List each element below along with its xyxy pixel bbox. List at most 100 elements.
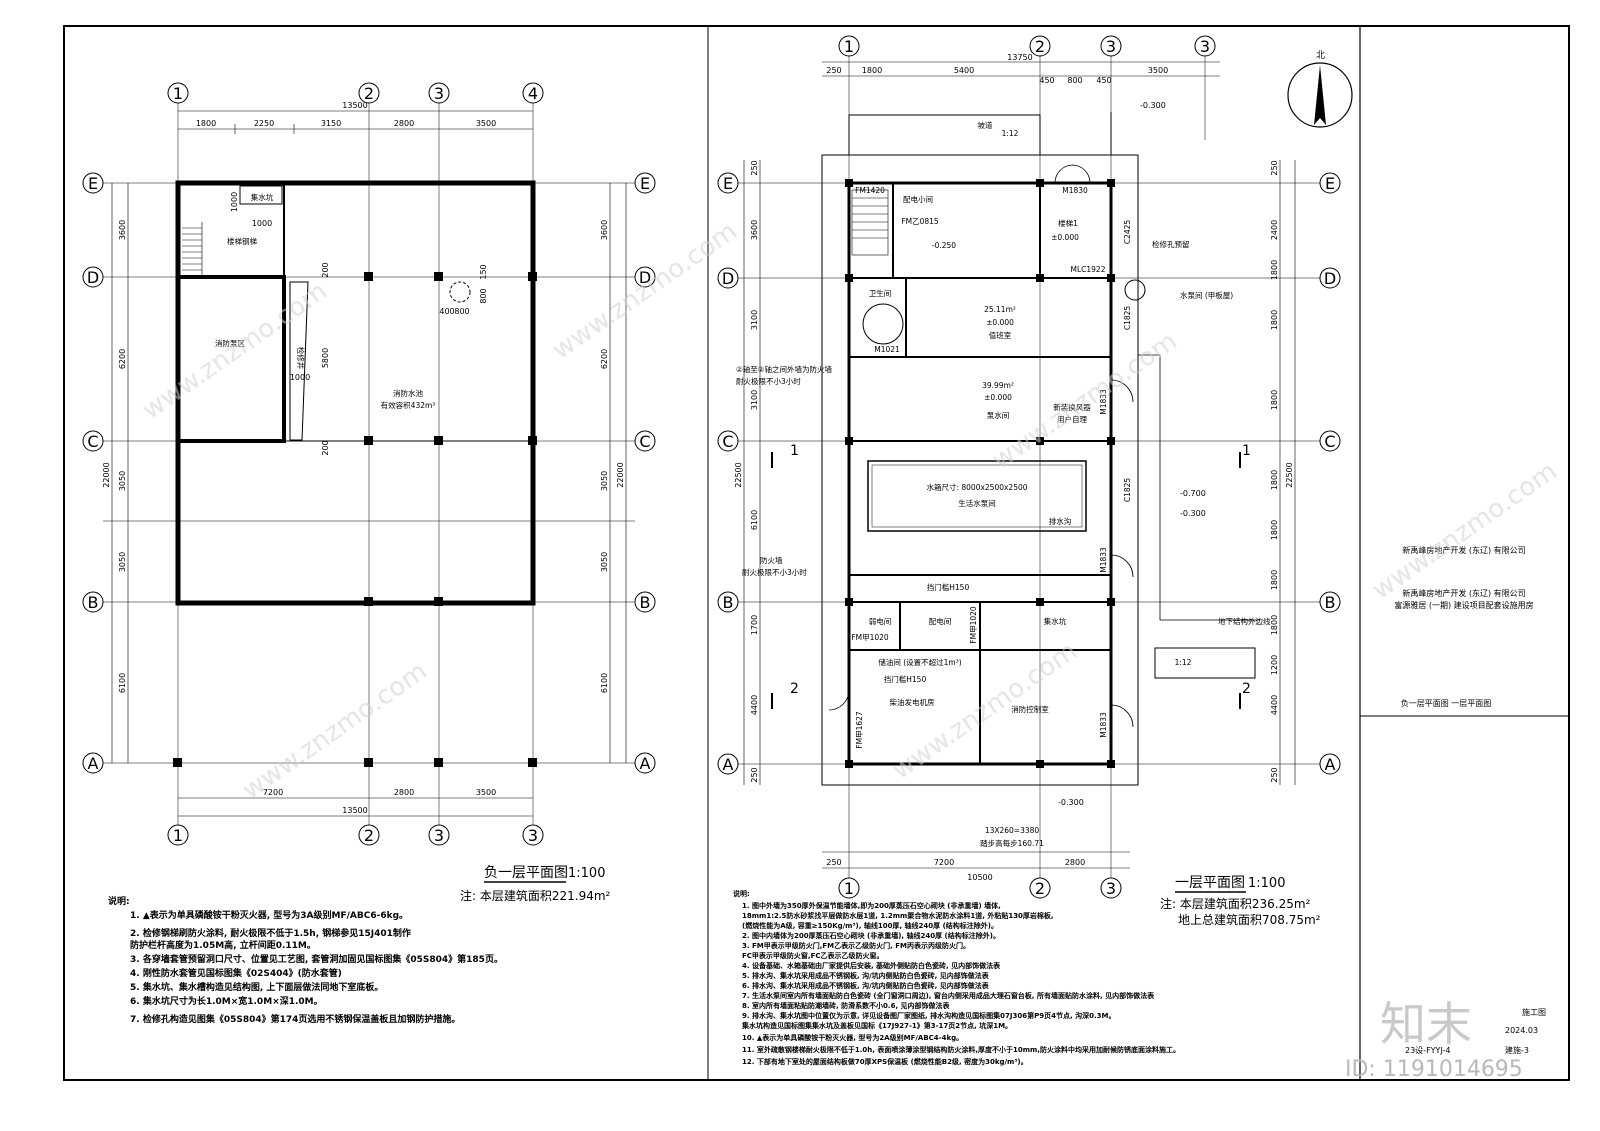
dimension: 3600 — [750, 220, 759, 240]
axis-label: C — [722, 432, 733, 451]
svg-text:4. 刚性防水套管见国标图集《02S404》(防水套管): 4. 刚性防水套管见国标图集《02S404》(防水套管) — [130, 967, 342, 979]
svg-text:FC甲表示甲级防火窗,FC乙表示乙级防火窗。: FC甲表示甲级防火窗,FC乙表示乙级防火窗。 — [742, 951, 884, 960]
notes-right: 说明: 1. 图中外墙为350厚外保温节能墙体,即为200厚蒸压石空心砌块 (非… — [733, 889, 1180, 1066]
dimension: 3100 — [750, 390, 759, 410]
dimension: 5400 — [954, 66, 974, 75]
dimension: 1800 — [1270, 615, 1279, 635]
axis-label: 1 — [844, 37, 854, 56]
axis-label: 3 — [1200, 37, 1210, 56]
title-date: 2024.03 — [1505, 1026, 1538, 1035]
svg-text:4. 设备基础、水箱基础由厂家提供后安装, 基础外侧贴防: 4. 设备基础、水箱基础由厂家提供后安装, 基础外侧贴防白色瓷砖, 见内部饰做法… — [742, 961, 1001, 970]
room-label: 耐火极限不小3小时 — [736, 376, 801, 386]
svg-text:8. 室内所有墙面粘贴防潮墙砖, 防滑系数不小0.6,: 8. 室内所有墙面粘贴防潮墙砖, 防滑系数不小0.6, 见内部饰做法表 — [742, 1001, 951, 1010]
door-label: MLC1922 — [1071, 265, 1106, 274]
room-label: 水箱尺寸: 8000x2500x2500 — [926, 482, 1027, 492]
axis-label: 3 — [1106, 37, 1116, 56]
title-drawing: 负一层平面图 一层平面图 — [1401, 698, 1492, 708]
columns — [845, 179, 1115, 768]
room-label: 消防泵区 — [215, 338, 245, 348]
axis-label: 2 — [364, 84, 374, 103]
dimension: 7200 — [263, 788, 283, 797]
room-label: 防火墙 — [760, 555, 783, 565]
plan-scale: 1:100 — [1248, 876, 1285, 891]
dimension: 22500 — [1285, 462, 1294, 487]
room-label: 25.11m² — [984, 305, 1016, 314]
level-mark: ±0.000 — [986, 318, 1014, 327]
svg-text:11. 室外疏散钢楼梯耐火极限不低于1.0h, 表面喷涂薄涂: 11. 室外疏散钢楼梯耐火极限不低于1.0h, 表面喷涂薄涂型钢结构防火涂料,厚… — [742, 1045, 1180, 1054]
dimension: 3050 — [118, 552, 127, 572]
room-label: 检修孔预留 — [1152, 239, 1190, 249]
door-label: M1830 — [1062, 186, 1088, 195]
svg-text:7. 生活水泵间室内所有墙面贴防白色瓷砖 (全门窗洞口周: 7. 生活水泵间室内所有墙面贴防白色瓷砖 (全门窗洞口周边), 窗台内侧采用成品… — [742, 991, 1155, 1000]
svg-text:www.znzmo.com: www.znzmo.com — [237, 656, 433, 806]
dimension: 6100 — [750, 510, 759, 530]
dimension: 800 — [1067, 76, 1082, 85]
room-label: 值班室 — [989, 330, 1012, 340]
dimension: 13500 — [342, 806, 367, 815]
plan-total-area: 地上总建筑面积708.75m² — [1178, 912, 1321, 927]
north-label: 北 — [1316, 50, 1325, 61]
dimension: 6100 — [118, 673, 127, 693]
dimension: 3600 — [118, 220, 127, 240]
plan-title: 一层平面图 — [1175, 875, 1245, 891]
dimension: 1000 — [230, 192, 239, 212]
svg-text:(燃烧性能为A级, 容重≥150Kg/m³), 轴线100厚: (燃烧性能为A级, 容重≥150Kg/m³), 轴线100厚, 轴线240厚 (… — [742, 921, 998, 930]
title-project: 富源雅居 (一期) 建设项目配套设施用房 — [1394, 600, 1533, 610]
dimension: 1000 — [290, 373, 310, 382]
dimension: 4400 — [1270, 695, 1279, 715]
title-company: 新禹峰房地产开发 (东辽) 有限公司 — [1402, 545, 1525, 555]
dimension: 2400 — [1270, 220, 1279, 240]
axis-label: C — [1324, 432, 1335, 451]
axis-label: 1 — [173, 826, 183, 845]
dimension: 13750 — [1007, 53, 1032, 62]
svg-text:防护栏杆高度为1.05M高, 立杆间距0.11M。: 防护栏杆高度为1.05M高, 立杆间距0.11M。 — [130, 939, 316, 951]
dimension: 3150 — [321, 119, 341, 128]
door-label: C1825 — [1123, 478, 1132, 503]
axis-label: E — [1325, 174, 1335, 193]
basement-plan — [82, 82, 656, 846]
level-mark: -0.700 — [1180, 489, 1206, 498]
svg-text:www.znzmo.com: www.znzmo.com — [987, 326, 1183, 476]
inspection-shaft — [289, 281, 309, 441]
door-label: C2425 — [1123, 220, 1132, 245]
room-label: 生活水泵间 — [958, 498, 996, 508]
room-label: 踏步高每步160.71 — [980, 838, 1044, 848]
title-sheet: 建施-3 — [1505, 1045, 1529, 1055]
room-label: 集水坑 — [1044, 616, 1067, 626]
dimension: 7200 — [934, 858, 954, 867]
room-label: 消防控制室 — [1011, 704, 1049, 714]
level-mark: -0.300 — [1180, 509, 1206, 518]
dimension: 22500 — [734, 462, 743, 487]
svg-text:7. 检修孔构造见图集《05S804》第174页选用不锈钢保: 7. 检修孔构造见图集《05S804》第174页选用不锈钢保温盖板且加钢防护措施… — [130, 1013, 460, 1025]
svg-text:2. 图中内墙体为200厚蒸压石空心砌块 (非承重墙),: 2. 图中内墙体为200厚蒸压石空心砌块 (非承重墙), 轴线240厚 (结构标… — [742, 931, 1000, 940]
inspection-hole — [1124, 279, 1146, 301]
door-label: FM甲1020 — [851, 633, 889, 642]
watermark-id: ID: 1191014695 — [1345, 1057, 1523, 1082]
dimension: 3050 — [600, 471, 609, 491]
dimension: 200 — [321, 262, 330, 277]
level-mark: ±0.000 — [984, 393, 1012, 402]
dimension: 1800 — [196, 119, 216, 128]
dimension: 1800 — [1270, 470, 1279, 490]
door-label: FM乙0815 — [901, 217, 939, 226]
room-label: 39.99m² — [982, 381, 1014, 390]
dimension: 22000 — [616, 462, 625, 487]
inspection-hole — [449, 281, 471, 303]
axis-label: 1 — [844, 879, 854, 898]
axis-label: 3 — [528, 826, 538, 845]
axis-label: 2 — [1035, 879, 1045, 898]
dimension: 6100 — [600, 673, 609, 693]
svg-text:3. 各穿墙套管预留洞口尺寸、位置见工艺图, 套管洞加固见国: 3. 各穿墙套管预留洞口尺寸、位置见工艺图, 套管洞加固见国标图集《05S804… — [130, 953, 503, 965]
room-label: 弱电间 — [869, 616, 892, 626]
dimension: 3100 — [750, 310, 759, 330]
dimension: 250 — [1270, 767, 1279, 782]
dimension: 3050 — [118, 471, 127, 491]
axis-label: B — [88, 593, 99, 612]
room-label: 配电间 — [929, 616, 952, 626]
dimension: 5800 — [321, 348, 330, 368]
sump-pit — [239, 185, 283, 205]
axis-label: A — [640, 754, 651, 773]
level-mark: -0.300 — [1140, 101, 1166, 110]
dimension: 2250 — [254, 119, 274, 128]
title-stage: 施工图 — [1522, 1007, 1546, 1017]
